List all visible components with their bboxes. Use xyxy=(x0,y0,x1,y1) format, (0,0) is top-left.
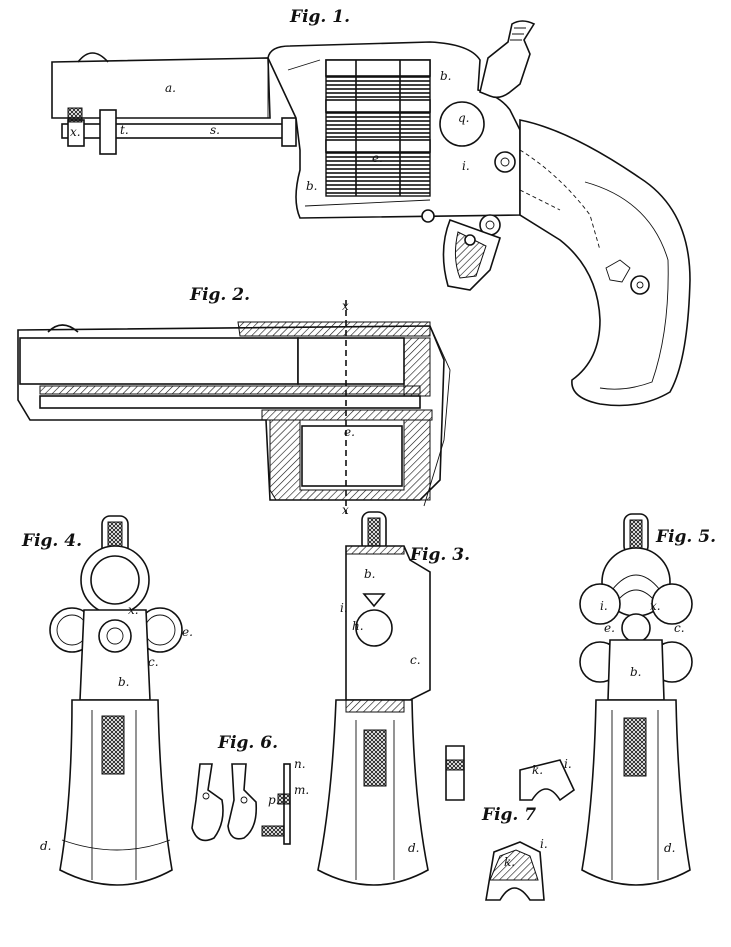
figure-5: Fig. 5. b. c. d. e. i. x. xyxy=(579,513,716,886)
fig5-label-c: c. xyxy=(674,621,685,635)
fig5-title: Fig. 5. xyxy=(655,527,716,547)
fig3-title: Fig. 3. xyxy=(409,545,470,565)
fig1-label-t: t. xyxy=(120,123,129,137)
fig3-label-c: c. xyxy=(410,653,421,667)
fig1-ejector-rod xyxy=(61,107,297,155)
fig5-label-e: e. xyxy=(604,621,615,635)
fig1-label-x: x. xyxy=(70,125,81,139)
fig4-label-b: b. xyxy=(118,675,130,689)
fig4-label-e: e. xyxy=(182,625,193,639)
fig5-label-d: d. xyxy=(664,841,676,855)
figure-4: Fig. 4. b. c. d. e. x. xyxy=(21,515,193,886)
fig6-label-m: m. xyxy=(294,783,309,797)
fig4-title: Fig. 4. xyxy=(21,531,82,551)
fig1-label-s: s. xyxy=(210,123,220,137)
fig2-label-e: e. xyxy=(344,425,355,439)
fig5-label-b: b. xyxy=(630,665,642,679)
fig3-label-i: i. xyxy=(340,601,348,615)
fig2-label-x-bottom: x xyxy=(342,503,349,517)
fig5-label-x: x. xyxy=(650,599,661,613)
fig1-label-q: q. xyxy=(458,111,470,125)
fig5-label-i: i. xyxy=(600,599,608,613)
fig1-barrel xyxy=(51,52,271,119)
fig7-label-i-bottom: i. xyxy=(540,837,548,851)
fig7-label-i-top: i. xyxy=(564,757,572,771)
fig7-title: Fig. 7 xyxy=(481,805,536,825)
fig3-label-h: h. xyxy=(352,619,364,633)
fig1-recoil-disc xyxy=(439,101,485,147)
figure-6: Fig. 6. n. m. p. xyxy=(191,733,309,845)
fig1-hammer xyxy=(479,20,536,99)
figure-3: Fig. 3. b. c. d. i. h. xyxy=(317,511,470,886)
fig6-title: Fig. 6. xyxy=(217,733,278,753)
fig2-title: Fig. 2. xyxy=(189,285,250,305)
fig1-label-a: a. xyxy=(165,81,176,95)
figure-2: Fig. 2. x x e. xyxy=(17,285,451,517)
fig1-label-b-top: b. xyxy=(440,69,452,83)
fig1-title: Fig. 1. xyxy=(289,7,350,27)
fig1-label-b-left: b. xyxy=(306,179,318,193)
fig6-label-p: p. xyxy=(268,793,280,807)
fig3-label-d: d. xyxy=(408,841,420,855)
fig3-label-b: b. xyxy=(364,567,376,581)
fig4-label-d: d. xyxy=(40,839,52,853)
fig1-cylinder xyxy=(325,59,431,197)
fig1-label-i: i. xyxy=(462,159,470,173)
figure-1: Fig. 1. a. b. b. e. s. t. x. i. q. xyxy=(51,7,691,407)
fig1-grip xyxy=(519,119,691,407)
fig6-label-n: n. xyxy=(294,757,306,771)
figure-7: Fig. 7 i. k. i. k. xyxy=(445,745,576,901)
fig1-trigger xyxy=(442,218,501,291)
fig1-label-e: e. xyxy=(372,151,383,165)
fig4-label-x: x. xyxy=(128,603,139,617)
fig7-label-k-bottom: k. xyxy=(504,855,515,869)
fig2-label-x-top: x xyxy=(342,299,349,313)
fig4-label-c: c. xyxy=(148,655,159,669)
fig7-label-k-top: k. xyxy=(532,763,543,777)
